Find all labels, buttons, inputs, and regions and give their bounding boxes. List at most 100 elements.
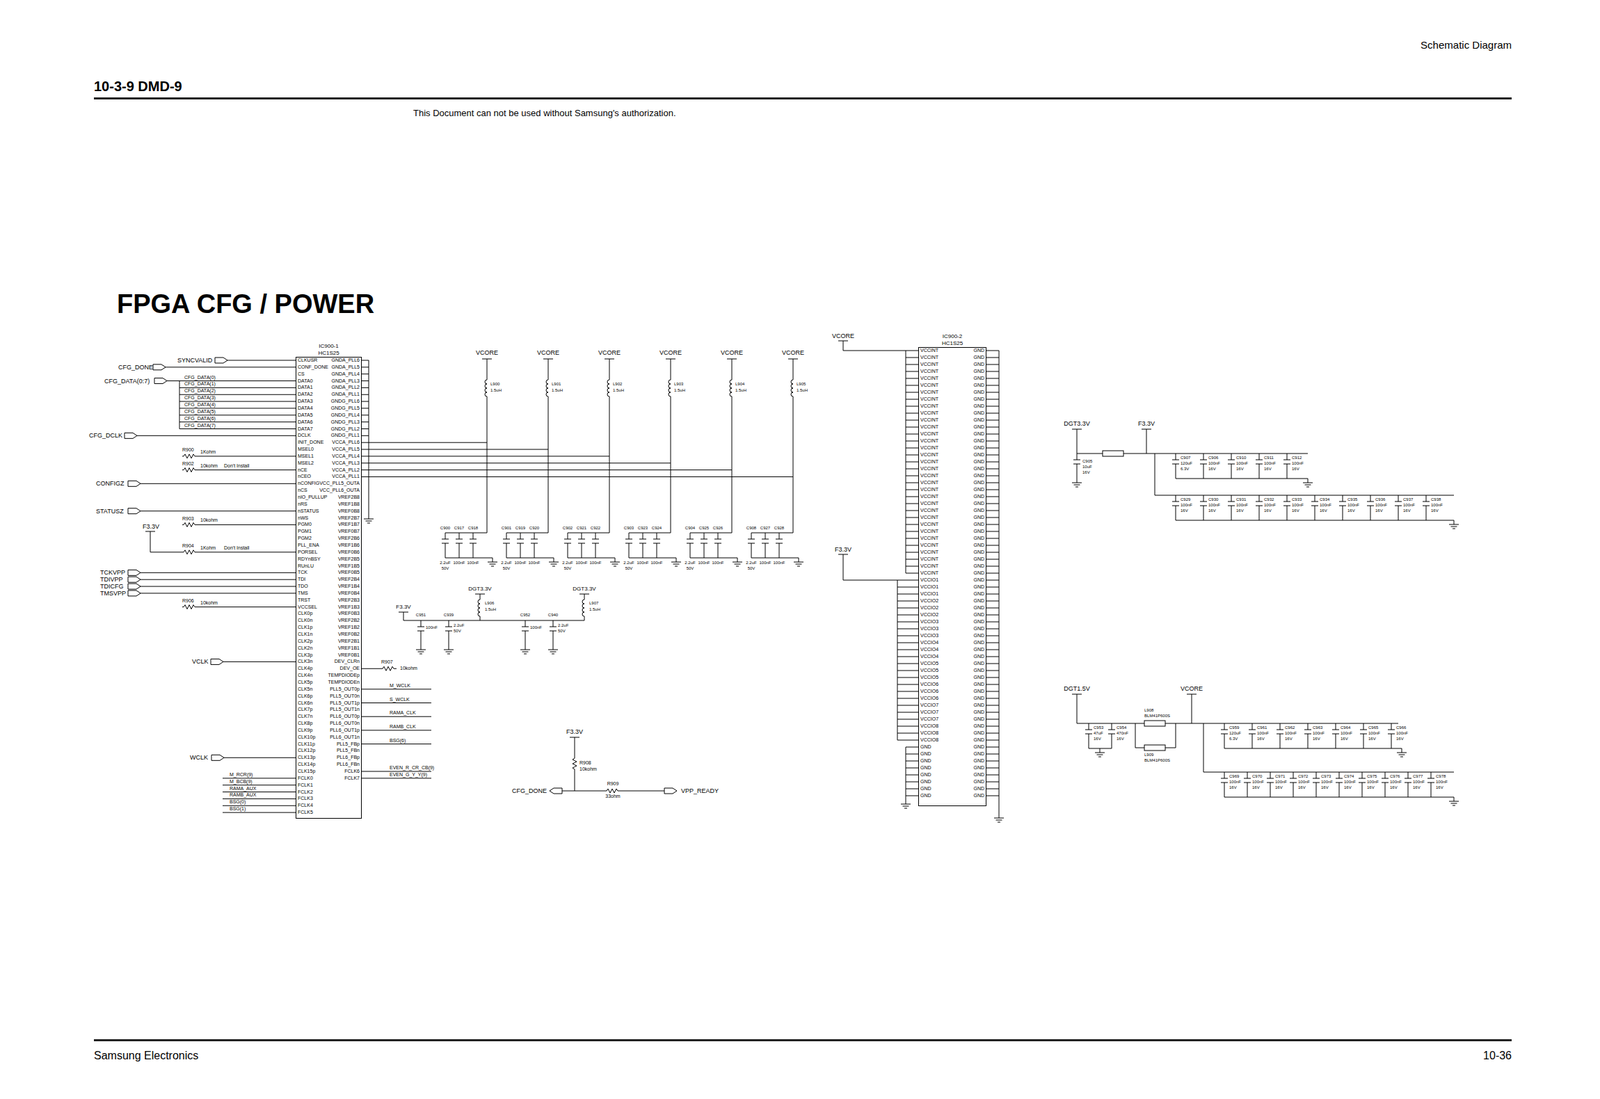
schematic-label: C927 xyxy=(760,525,771,531)
schematic-label: C975 xyxy=(1366,774,1377,780)
schematic-label: C938 xyxy=(1430,497,1441,503)
schematic-label: 100nF xyxy=(528,560,540,566)
footer-rule xyxy=(93,1039,1512,1042)
schematic-label: VCCINT xyxy=(920,521,939,528)
schematic-label: VCCIO6 xyxy=(920,688,939,695)
schematic-label: 16V xyxy=(1236,508,1244,514)
schematic-element xyxy=(1283,453,1291,479)
schematic-label: GND xyxy=(973,723,985,730)
schematic-label: R900 xyxy=(182,447,195,453)
schematic-element xyxy=(182,605,198,610)
schematic-label: GND xyxy=(973,758,985,764)
schematic-label: GND xyxy=(973,751,985,757)
schematic-label: 10kohm xyxy=(200,600,218,606)
schematic-label: 50V xyxy=(502,566,511,572)
schematic-label: 16V xyxy=(1291,466,1300,472)
schematic-label: C932 xyxy=(1264,497,1274,503)
schematic-label: DATA4 xyxy=(297,405,314,412)
schematic-label: L903 xyxy=(674,381,684,387)
schematic-label: GND xyxy=(973,660,985,667)
wire xyxy=(137,360,296,813)
schematic-label: 1Kohm xyxy=(200,449,216,455)
schematic-label: GND xyxy=(973,438,985,444)
schematic-label: GND xyxy=(973,556,985,563)
schematic-label: C925 xyxy=(699,525,709,531)
schematic-element xyxy=(1172,495,1180,521)
schematic-label: 16V xyxy=(1252,785,1260,791)
schematic-label: GND xyxy=(973,779,985,785)
schematic-label: L906 xyxy=(484,601,494,606)
schematic-element xyxy=(582,599,585,617)
schematic-label: GNDG_PLL2 xyxy=(331,426,360,432)
schematic-label: VCCINT xyxy=(920,459,939,465)
schematic-label: GND xyxy=(973,542,985,549)
schematic-label: VCCIO6 xyxy=(920,695,939,702)
schematic-label: VREF0B1 xyxy=(338,652,360,659)
schematic-label: C926 xyxy=(713,525,723,531)
schematic-label: RAMA_AUX xyxy=(229,786,257,792)
schematic-label: CLK12p xyxy=(297,747,316,754)
schematic-label: CLK13p xyxy=(297,754,316,761)
schematic-label: GND xyxy=(973,730,985,736)
schematic-element xyxy=(1141,429,1152,430)
schematic-label: VREF0B5 xyxy=(338,569,360,576)
schematic-label: GND xyxy=(973,528,985,535)
schematic-label: C959 xyxy=(1229,725,1239,731)
schematic-label: GND xyxy=(920,772,932,778)
schematic-label: C976 xyxy=(1389,774,1400,780)
schematic-label: 1.5uH xyxy=(551,388,563,394)
schematic-label: VCCINT xyxy=(920,549,939,556)
schematic-label: GND xyxy=(973,667,985,674)
schematic-label: VREF1B6 xyxy=(338,542,360,549)
vpp-ready-wiring xyxy=(562,737,665,791)
schematic-element xyxy=(665,358,676,360)
schematic-label: CFG_DONE xyxy=(118,363,154,372)
schematic-label: 16V xyxy=(1264,508,1272,514)
schematic-element xyxy=(128,576,141,583)
schematic-element xyxy=(363,514,374,524)
schematic-label: 100nF xyxy=(1368,731,1381,736)
schematic-element xyxy=(564,532,572,558)
schematic-label: CLK10p xyxy=(297,734,316,741)
schematic-label: 16V xyxy=(1284,736,1293,742)
schematic-label: VCCIO3 xyxy=(920,633,939,639)
schematic-label: 2.2uF xyxy=(684,560,695,566)
schematic-label: 50V xyxy=(557,628,566,634)
schematic-label: nCONFIG xyxy=(297,480,320,487)
schematic-label: Don't Install xyxy=(224,463,250,469)
schematic-label: CLKUSR xyxy=(297,357,318,364)
schematic-label: CFG_DONE xyxy=(512,787,547,796)
schematic-element xyxy=(1422,495,1430,521)
schematic-label: 1.5uH xyxy=(796,388,808,394)
schematic-label: BLM41P600S xyxy=(1144,758,1171,764)
schematic-label: DATA0 xyxy=(297,378,314,384)
schematic-label: BSG(1) xyxy=(229,806,246,812)
schematic-element xyxy=(521,620,529,646)
schematic-label: 16V xyxy=(1291,508,1300,514)
schematic-label: PLL5_FBp xyxy=(336,741,360,748)
schematic-label: nCS xyxy=(297,487,308,494)
schematic-element xyxy=(671,557,682,567)
schematic-element xyxy=(182,468,198,473)
schematic-label: C937 xyxy=(1403,497,1413,503)
schematic-label: VREF0B6 xyxy=(338,549,360,556)
schematic-element xyxy=(610,557,620,567)
schematic-label: 100nF xyxy=(1375,502,1388,508)
schematic-label: CFG_DATA(0) xyxy=(184,374,216,381)
schematic-label: GND xyxy=(920,758,932,764)
schematic-label: 50V xyxy=(686,566,695,572)
schematic-label: 1Kohm xyxy=(200,545,216,551)
schematic-label: VREF0B8 xyxy=(338,508,360,515)
schematic-label: VCCA_PLL2 xyxy=(331,467,360,474)
schematic-label: 100nF xyxy=(711,560,724,566)
schematic-label: CFG_DATA(3) xyxy=(184,395,216,401)
schematic-label: TDIVPP xyxy=(100,576,124,584)
schematic-label: GND xyxy=(973,480,985,486)
schematic-label: DATA7 xyxy=(297,426,314,432)
schematic-label: GND xyxy=(973,473,985,479)
schematic-label: 16V xyxy=(1344,785,1352,791)
schematic-label: VCCIO4 xyxy=(920,640,939,646)
schematic-label: R902 xyxy=(182,461,195,467)
schematic-element xyxy=(653,532,661,558)
schematic-label: 100nF xyxy=(1298,779,1310,785)
